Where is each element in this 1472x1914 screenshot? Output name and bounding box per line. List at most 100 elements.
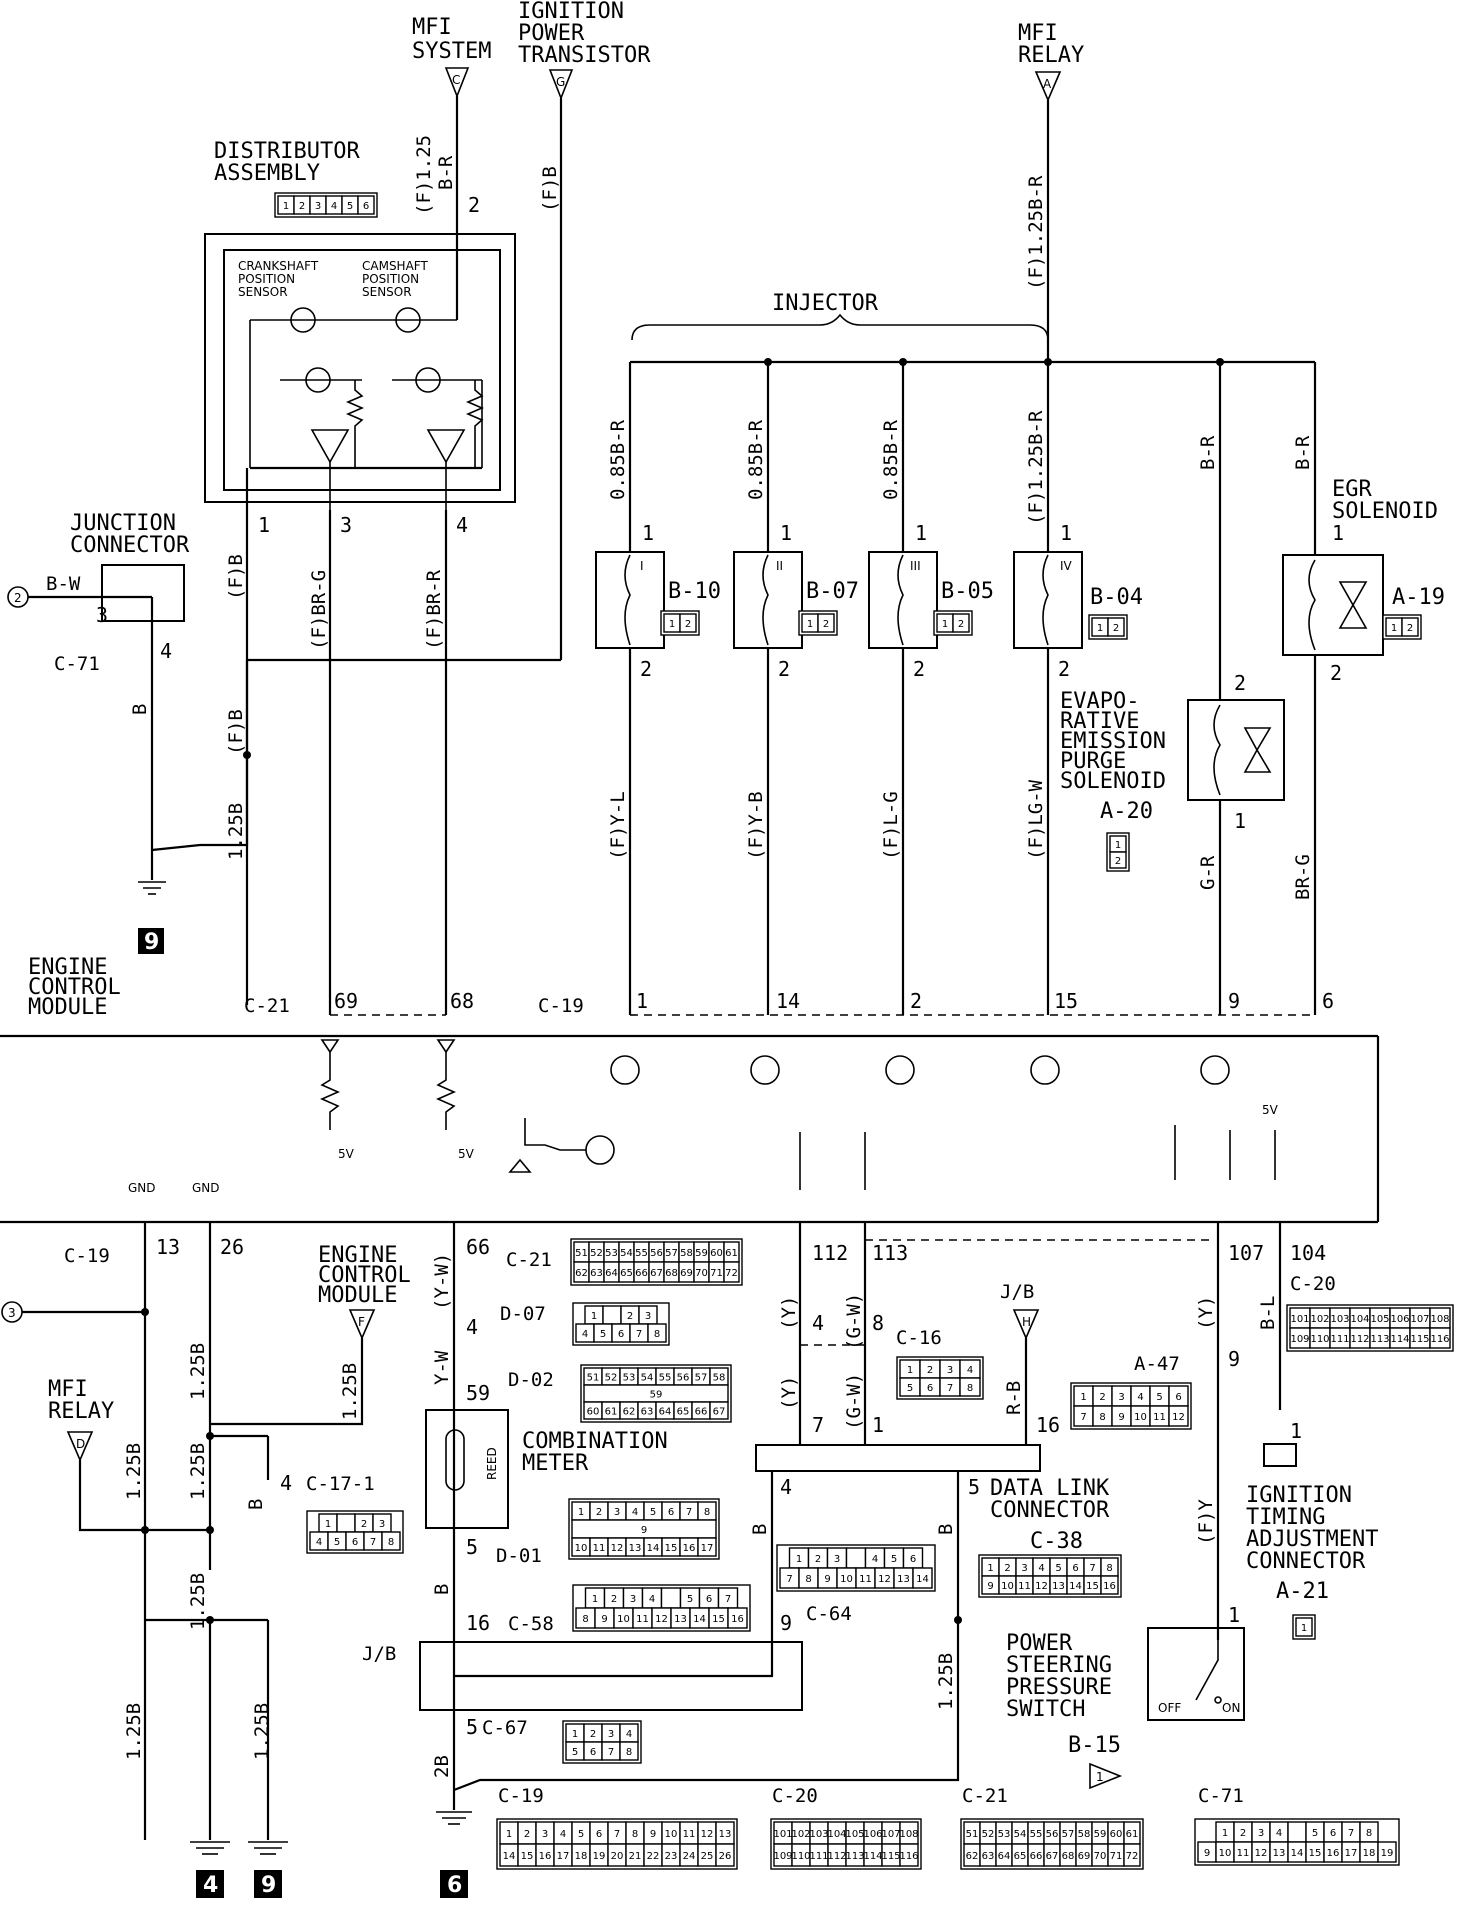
connector-pin-number: 13 [719, 1829, 732, 1840]
connector-pin-number: 106 [1390, 1314, 1409, 1325]
wire-label-fbrr: (F)BR-R [423, 569, 445, 650]
connector-pin-number: 8 [1099, 1412, 1105, 1423]
connector-pin-number: 116 [899, 1851, 918, 1862]
pin-dlc-5: 5 [968, 1475, 980, 1499]
ecm-tr-1 [610, 1055, 640, 1085]
cam-amp [426, 429, 466, 464]
connector-pin-number: 63 [982, 1851, 995, 1862]
ecm-pin-1: 1 [636, 989, 648, 1013]
connector-pin-number: 116 [1430, 1334, 1449, 1345]
connector-pin-number: 6 [706, 1594, 712, 1605]
inj3-pin2: 2 [913, 657, 925, 681]
connector-pin-number: 12 [1172, 1412, 1185, 1423]
wire-label-br-top: B-R [435, 155, 457, 190]
junction-label-2: CONNECTOR [70, 533, 190, 558]
pin-107: 107 [1228, 1241, 1264, 1265]
connector-pin-number: 62 [575, 1268, 588, 1279]
connector-pin-number: 8 [1366, 1828, 1372, 1839]
connector-pin-number: 1 [283, 201, 289, 212]
a19-label: A-19 [1392, 585, 1445, 610]
ign-tr-label-2: POWER [518, 21, 585, 46]
connector-pin-number: 52 [590, 1248, 603, 1259]
evap-label-2: RATIVE [1060, 709, 1139, 734]
connector-pin-number: 18 [1363, 1848, 1376, 1859]
connector-pin-number: 3 [542, 1829, 548, 1840]
inj2-pin1: 1 [780, 521, 792, 545]
connector-pin-number: 2 [1099, 1392, 1105, 1403]
node-dlc5 [954, 1616, 962, 1624]
ground-9-upper: 9 [138, 850, 166, 955]
gnd-label-13: GND [128, 1181, 156, 1195]
connector-pin-number: 115 [1410, 1334, 1429, 1345]
crank-led [290, 307, 316, 333]
pin-dist-1: 1 [258, 513, 270, 537]
d01-label: D-01 [496, 1545, 542, 1567]
gnd4-label: 4 [203, 1873, 218, 1898]
connector-pin-number: 25 [701, 1851, 714, 1862]
circle-ref-3-label: 3 [8, 1306, 16, 1320]
injector-1: 0.85B-R 1 I B-10 2 (F)Y-L [595, 362, 721, 1015]
ps-label-1: POWER [1006, 1631, 1073, 1656]
pin-c67-5: 5 [466, 1715, 478, 1739]
connector-pin-number: 67 [713, 1407, 726, 1418]
connector-pin-number: 2 [685, 619, 691, 630]
ref-d-label: D [76, 1437, 85, 1451]
connector-pin-number: 2 [927, 1365, 933, 1376]
ecm-pin-2: 2 [910, 989, 922, 1013]
wire-label-mfi-main: (F)1.25B-R [1025, 175, 1047, 290]
connector-pin-number: 15 [712, 1614, 725, 1625]
connector-pin-number: 59 [695, 1248, 708, 1259]
inj1-pin1: 1 [642, 521, 654, 545]
inj4-out-label: (F)LG-W [1025, 779, 1047, 860]
connector-pin-number: 55 [635, 1248, 648, 1259]
c19-lower-label: C-19 [64, 1245, 110, 1267]
connector-pin-number: 11 [1018, 1581, 1031, 1592]
connector-pin-number: 3 [614, 1507, 620, 1518]
jb-bottom-box [419, 1641, 803, 1711]
connector-pin-number: 71 [1110, 1851, 1123, 1862]
connector-pin-number: 56 [650, 1248, 663, 1259]
connector-pin-number: 52 [605, 1373, 618, 1384]
gnd4-box [196, 1870, 224, 1898]
evap-purge-solenoid: B-R 2 1 G-R EVAPO- RATIVE EMISSION PURGE… [1060, 362, 1285, 1015]
ecm-pin-69: 69 [334, 989, 358, 1013]
egr-solenoid: B-R EGR SOLENOID 1 A-19 2 BR-G [1282, 362, 1445, 1015]
connector-pin-number: 1 [506, 1829, 512, 1840]
ecm-title-1: ENGINE [28, 955, 107, 980]
connector-cell [727, 1607, 748, 1629]
evap-label-1: EVAPO- [1060, 689, 1139, 714]
connector-pin-number: 59 [650, 1390, 663, 1401]
wire-label-fbrg: (F)BR-G [308, 570, 330, 650]
c16-label: C-16 [896, 1327, 942, 1349]
pin-dlc-16: 16 [1036, 1413, 1060, 1437]
connector-pin-number: 4 [649, 1594, 655, 1605]
connector-pin-number: 17 [1345, 1848, 1358, 1859]
reed-switch [445, 1429, 465, 1491]
connector-pin-number: 3 [834, 1554, 840, 1565]
gnd9-label: 9 [144, 930, 159, 955]
connector-pin-number: 9 [1204, 1848, 1210, 1859]
connector-pin-number: 60 [1110, 1829, 1123, 1840]
connector-pin-number: 1 [1391, 623, 1397, 634]
wire-label-125b-d: 1.25B [187, 1573, 209, 1630]
pin-d07-4: 4 [466, 1315, 478, 1339]
connector-pin-number: 8 [805, 1574, 811, 1585]
ref-f-label: F [358, 1315, 365, 1329]
c17-1-label: C-17-1 [306, 1473, 375, 1495]
connector-pin-number: 62 [966, 1851, 979, 1862]
ref-triangle-c [444, 67, 470, 99]
pin-junction-4: 4 [160, 639, 172, 663]
b15-label: B-15 [1068, 1733, 1121, 1758]
connector-pin-number: 2 [1407, 623, 1413, 634]
pin-d01-5: 5 [466, 1535, 478, 1559]
connector-pin-number: 7 [636, 1329, 642, 1340]
connector-pin-number: 72 [725, 1268, 738, 1279]
b05-label: B-05 [941, 579, 994, 604]
connector-pin-number: 57 [695, 1373, 708, 1384]
